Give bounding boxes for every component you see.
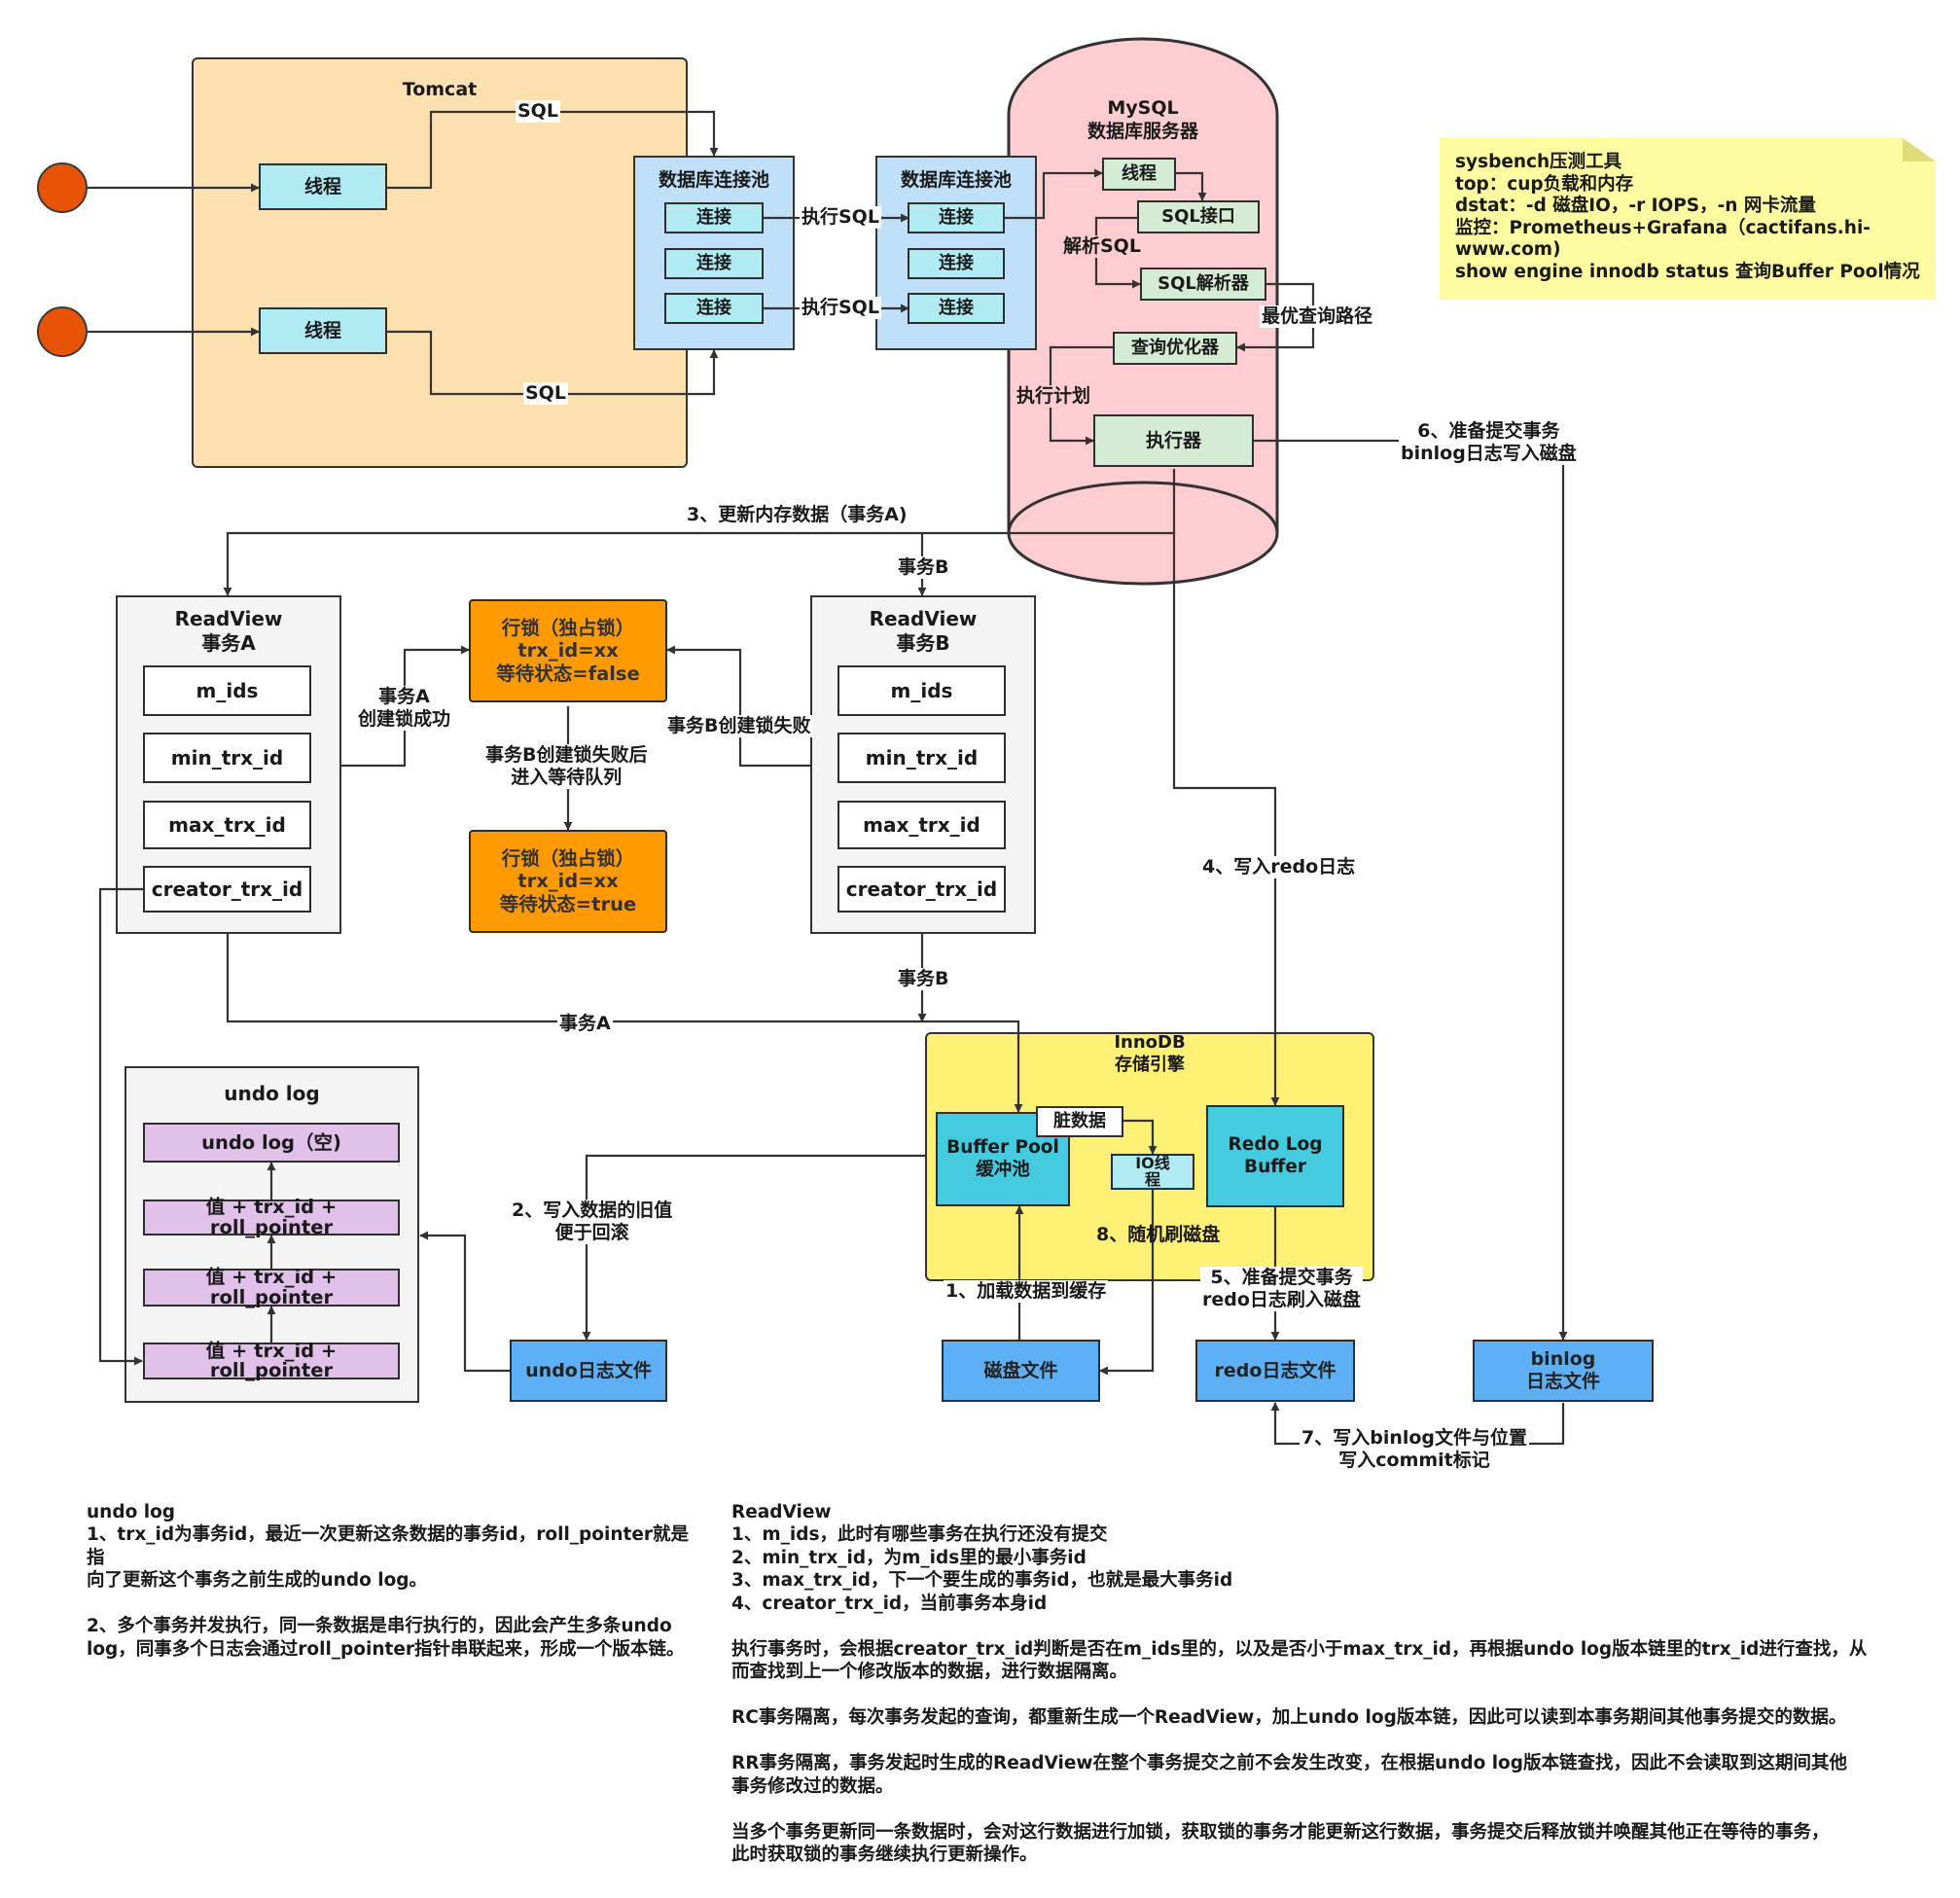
buffer-pool: Buffer Pool 缓冲池 [936,1112,1070,1206]
readview-a-title: ReadView 事务A [174,607,283,655]
line-lock-fail [666,645,810,768]
lock-queue-label: 事务B创建锁失败后 进入等待队列 [483,744,650,789]
step7-label: 7、写入binlog文件与位置 写入commit标记 [1300,1427,1530,1472]
tomcat-thread-1: 线程 [259,163,387,210]
readview-b-max-trx-id: max_trx_id [837,801,1006,849]
readview-b-m-ids: m_ids [837,665,1006,716]
redo-log-file: redo日志文件 [1195,1340,1355,1402]
tools-note [1440,138,1936,300]
sql-label-2: SQL [523,382,568,405]
actor-1-icon [37,162,88,213]
step5-label: 5、准备提交事务 redo日志刷入磁盘 [1200,1267,1363,1311]
sql-interface: SQL接口 [1137,200,1260,233]
line-creator-undo [98,887,143,1366]
parse-sql-label: 解析SQL [1061,235,1143,258]
line-undofile-undo [419,1231,510,1373]
readview-b-creator-trx-id: creator_trx_id [837,866,1006,913]
step2-label: 2、写入数据的旧值 便于回滚 [510,1200,675,1244]
line-pool-thread [1005,168,1103,220]
tools-note-text: sysbench压测工具 top：cup负载和内存 dstat：-d 磁盘IO，… [1455,152,1920,282]
exec-plan-label: 执行计划 [1015,385,1093,408]
executor: 执行器 [1093,414,1254,467]
readview-a-m-ids: m_ids [143,665,311,716]
line-step8 [1099,1190,1155,1376]
readview-b-title: ReadView 事务B [869,607,978,655]
db-pool-conn-1: 连接 [908,202,1005,233]
undo-log-notes: undo log 1、trx_id为事务id，最近一次更新这条数据的事务id，r… [87,1502,690,1660]
line-step3-a [223,469,1176,596]
io-thread: IO线 程 [1111,1154,1194,1190]
line-sql1 [387,110,719,190]
tomcat-title: Tomcat [402,79,478,100]
lock-fail-label: 事务B创建锁失败 [665,715,813,737]
undo-log-empty: undo log（空) [143,1123,400,1163]
note-fold [1903,138,1936,161]
readview-a-max-trx-id: max_trx_id [143,801,311,849]
innodb-title: InnoDB 存储引擎 [1114,1032,1186,1075]
app-pool-conn-1: 连接 [664,202,764,233]
disk-file: 磁盘文件 [942,1340,1100,1402]
sql-label-1: SQL [516,100,560,123]
db-pool-conn-2: 连接 [908,248,1005,279]
undo-log-entry-2: 值 + trx_id + roll_pointer [143,1267,400,1307]
lock-success-label: 事务A 创建锁成功 [356,686,453,731]
readview-notes: ReadView 1、m_ids，此时有哪些事务在执行还没有提交 2、min_t… [731,1502,1868,1866]
binlog-file: binlog 日志文件 [1473,1340,1654,1402]
sql-parser: SQL解析器 [1140,268,1266,301]
line-sql2 [387,330,719,396]
app-pool-conn-3: 连接 [664,293,764,324]
app-pool-title: 数据库连接池 [658,169,769,191]
line-txa-bufferpool [226,934,1023,1113]
readview-a-min-trx-id: min_trx_id [143,733,311,783]
db-pool-title: 数据库连接池 [900,169,1012,191]
line-dirty-io [1123,1119,1158,1155]
tomcat-container: Tomcat [192,57,688,468]
tx-a-bottom-label: 事务A [557,1013,613,1035]
actor-2-icon [37,306,88,357]
best-path-label: 最优查询路径 [1260,305,1375,328]
step4-label: 4、写入redo日志 [1200,856,1358,878]
row-lock-waiting: 行锁（独占锁） trx_id=xx 等待状态=true [469,830,667,933]
dirty-data: 脏数据 [1036,1106,1123,1137]
mysql-thread: 线程 [1102,158,1176,191]
row-lock-held: 行锁（独占锁） trx_id=xx 等待状态=false [469,599,667,702]
step6-label: 6、准备提交事务 binlog日志写入磁盘 [1399,420,1579,465]
undo-log-file: undo日志文件 [510,1340,667,1402]
readview-a-creator-trx-id: creator_trx_id [143,866,311,913]
tomcat-thread-2: 线程 [259,307,387,354]
exec-sql-label-2: 执行SQL [800,297,881,319]
line-step2 [582,1154,925,1341]
tx-b-top-label: 事务B [896,556,951,579]
query-optimizer: 查询优化器 [1113,332,1237,365]
step3-label: 3、更新内存数据（事务A) [685,504,909,526]
undo-log-title: undo log [224,1082,320,1105]
undo-log-entry-3: 值 + trx_id + roll_pointer [143,1341,400,1380]
step1-label: 1、加载数据到缓存 [944,1280,1109,1303]
tx-b-bottom-label: 事务B [896,968,951,990]
step8-label: 8、随机刷磁盘 [1096,1224,1221,1245]
redo-log-buffer: Redo Log Buffer [1206,1105,1344,1207]
readview-b-min-trx-id: min_trx_id [837,733,1006,783]
db-pool-conn-3: 连接 [908,293,1005,324]
line-step4 [1172,533,1280,1106]
mysql-title: MySQL 数据库服务器 [1087,97,1198,142]
app-pool-conn-2: 连接 [664,248,764,279]
exec-sql-label-1: 执行SQL [800,206,881,229]
undo-log-entry-1: 值 + trx_id + roll_pointer [143,1197,400,1236]
line-thread-sqliface [1176,171,1207,201]
